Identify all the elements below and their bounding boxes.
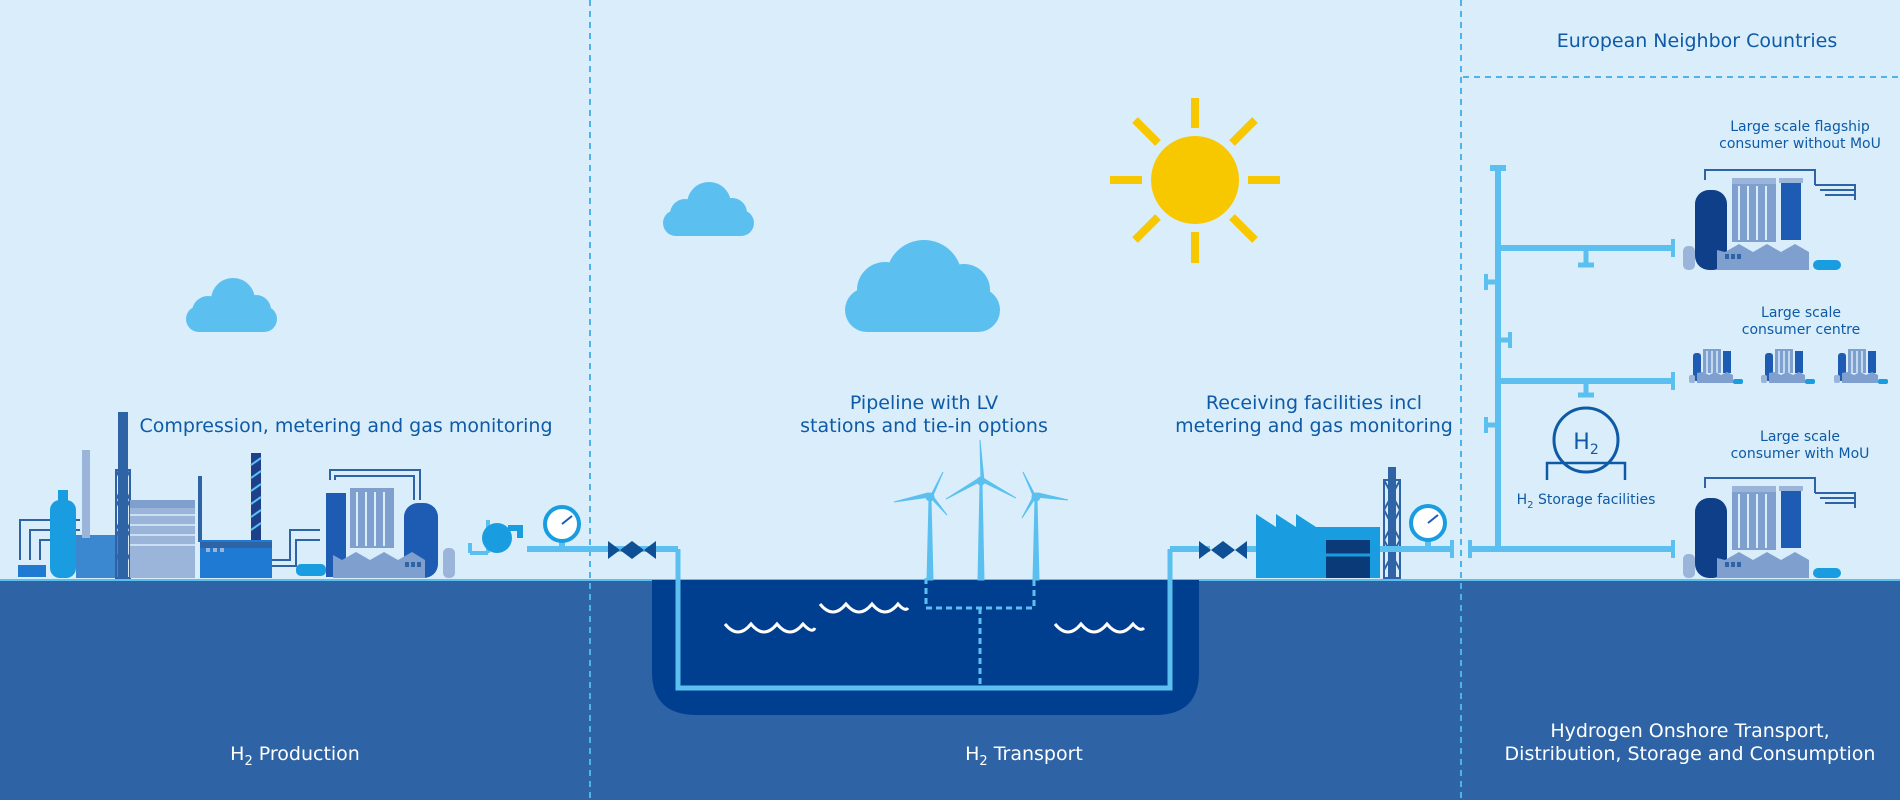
pipeline-label-line1: Pipeline with LV [850,392,998,414]
wind-turbine-icon [945,439,1017,581]
production-plant-icon [18,412,455,579]
pressure-gauge-icon [1380,504,1454,558]
neighbor-countries-label: European Neighbor Countries [1557,30,1837,52]
wave-icon [723,601,1146,634]
pipeline-label-line2: stations and tie-in options [800,415,1048,437]
cloud-icon [845,240,1000,332]
centre-label-line2: consumer centre [1742,322,1861,338]
subsea-pipeline [675,549,1173,691]
consumer-centre-plant-icon [1688,348,1889,385]
mou-label-line1: Large scale [1760,429,1840,445]
compression-label: Compression, metering and gas monitoring [139,415,552,437]
tie-in-connection [924,578,1036,688]
flagship-label-line2: consumer without MoU [1719,136,1881,152]
wind-turbine-icon [893,471,948,581]
receiving-label-line2: metering and gas monitoring [1175,415,1453,437]
h2-storage-icon: H2 [1545,406,1627,480]
section-label-transport: H2 Transport [965,743,1083,769]
sea-icon [652,580,1199,715]
section-label-onshore-line1: Hydrogen Onshore Transport, [1550,720,1829,742]
storage-facilities-label: H2 Storage facilities [1517,492,1656,511]
wind-turbine-icon [1021,471,1069,581]
cloud-icon [186,278,277,332]
storage-badge-text: H2 [1573,430,1598,458]
factory-icon [1256,514,1380,578]
mou-label-line2: consumer with MoU [1731,446,1870,462]
valve-icon [1199,541,1247,559]
section-label-production: H2 Production [230,743,360,769]
valve-icon [608,541,656,559]
pressure-gauge-icon [527,505,583,552]
compressor-icon [468,520,523,555]
section-label-onshore-line2: Distribution, Storage and Consumption [1505,743,1876,765]
metering-tower-icon [1383,467,1401,579]
sun-icon [1110,98,1280,263]
centre-label-line1: Large scale [1761,305,1841,321]
cloud-icon [663,182,754,236]
distribution-network [1468,165,1675,558]
receiving-label-line1: Receiving facilities incl [1206,392,1422,414]
flagship-label-line1: Large scale flagship [1730,119,1870,135]
